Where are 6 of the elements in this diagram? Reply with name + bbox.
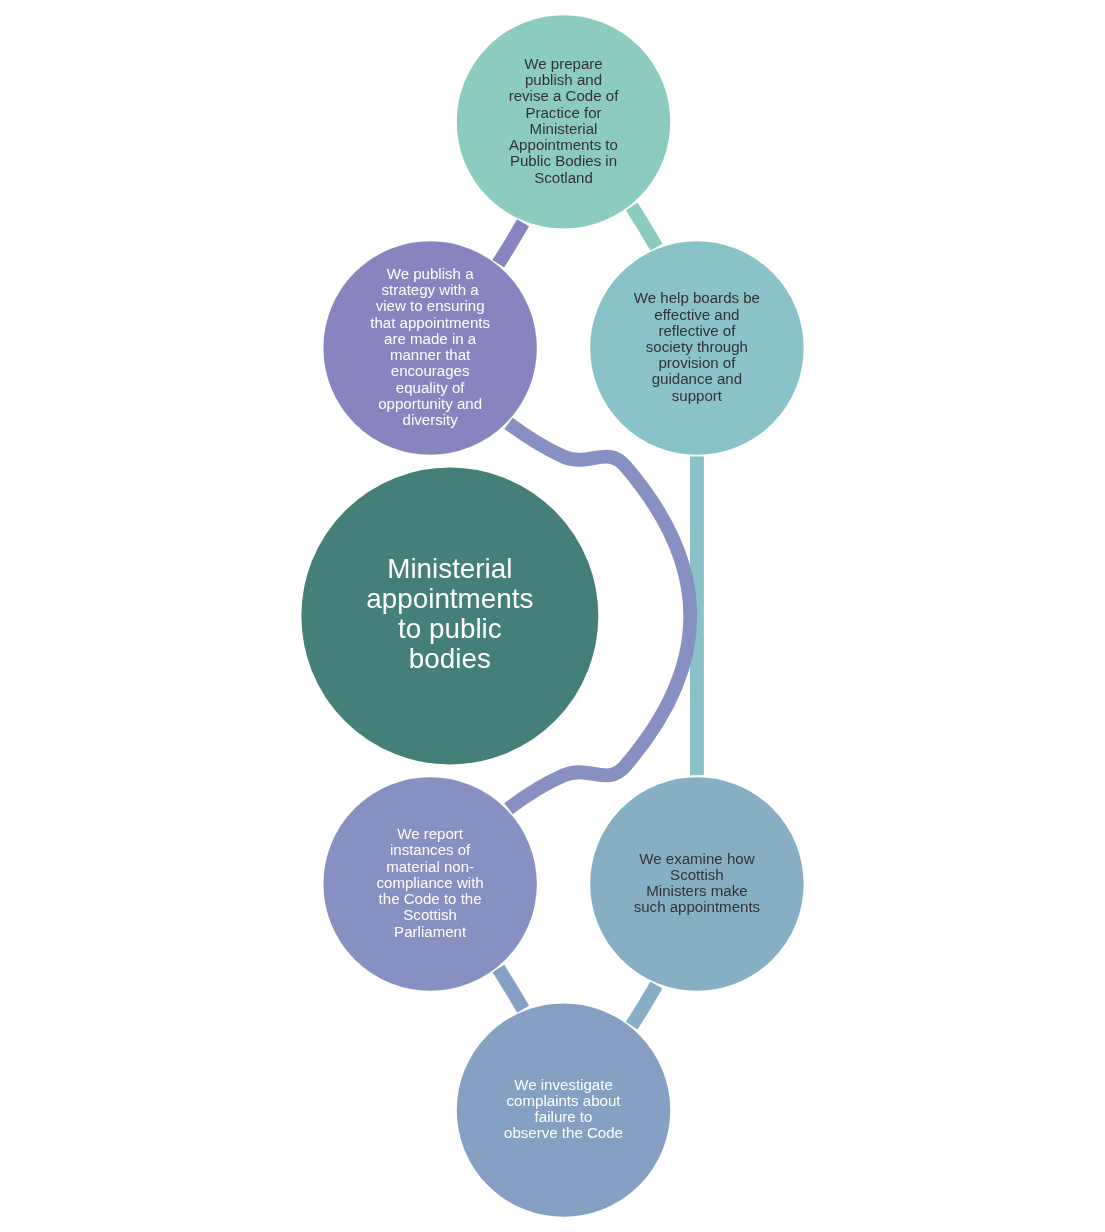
connector bbox=[492, 964, 530, 1013]
connector bbox=[504, 417, 698, 815]
connector bbox=[625, 202, 663, 251]
connector bbox=[689, 456, 704, 776]
connector bbox=[625, 981, 663, 1030]
connector bbox=[492, 219, 530, 268]
